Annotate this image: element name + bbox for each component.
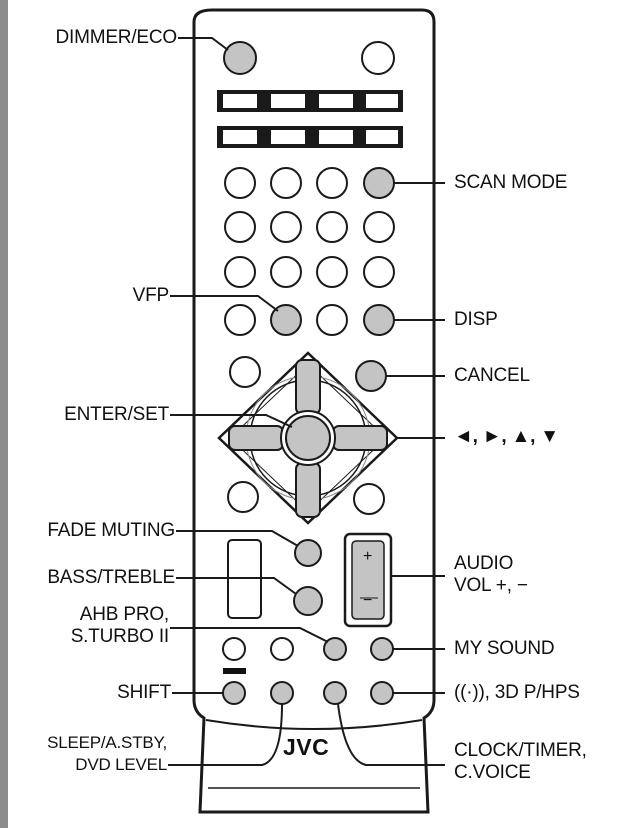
leader-fade-muting bbox=[176, 530, 299, 547]
label-cancel: CANCEL bbox=[454, 365, 530, 386]
number-button[interactable] bbox=[316, 256, 348, 288]
label-surround-3d: ((·)), 3D P/HPS bbox=[454, 682, 580, 703]
number-button[interactable] bbox=[224, 256, 256, 288]
bottom-button-row-2 bbox=[222, 681, 394, 705]
label-ahb-pro-line1: AHB PRO, bbox=[79, 604, 169, 625]
remote-body-inner-line bbox=[205, 719, 423, 730]
left-arrow-button[interactable] bbox=[228, 425, 284, 451]
my-sound-button[interactable] bbox=[370, 637, 394, 661]
label-sleep-line2: DVD LEVEL bbox=[75, 755, 167, 774]
number-button[interactable] bbox=[270, 211, 302, 243]
label-dimmer-eco: DIMMER/ECO bbox=[55, 27, 177, 48]
up-arrow-button[interactable] bbox=[295, 359, 321, 415]
enter-set-button[interactable] bbox=[285, 415, 331, 461]
label-scan-mode: SCAN MODE bbox=[454, 172, 568, 193]
volume-rocker[interactable] bbox=[351, 540, 385, 620]
number-button[interactable] bbox=[224, 167, 256, 199]
fade-muting-button[interactable] bbox=[294, 539, 322, 567]
label-ahb-pro: AHB PRO, S.TURBO II bbox=[71, 604, 169, 648]
source-row-2-frame bbox=[217, 126, 403, 148]
source-row-1-frame bbox=[217, 90, 403, 112]
source-button[interactable] bbox=[271, 94, 305, 108]
leader-dimmer-eco bbox=[178, 37, 229, 51]
source-button[interactable] bbox=[366, 94, 398, 108]
number-button[interactable] bbox=[316, 304, 348, 336]
left-border-strip bbox=[0, 0, 8, 828]
label-audio-vol-line1: AUDIO bbox=[454, 553, 514, 574]
small-button[interactable] bbox=[270, 637, 294, 661]
source-button[interactable] bbox=[319, 94, 353, 108]
leader-bass-treble bbox=[176, 577, 297, 595]
label-bass-treble: BASS/TREBLE bbox=[47, 567, 175, 588]
label-vfp: VFP bbox=[132, 285, 170, 306]
shift-button[interactable] bbox=[222, 681, 246, 705]
source-button[interactable] bbox=[223, 130, 257, 144]
label-clock-timer-line1: CLOCK/TIMER, bbox=[454, 740, 587, 761]
shift-color-bar bbox=[223, 668, 246, 674]
volume-plus-mark: + bbox=[363, 548, 373, 565]
number-button[interactable] bbox=[363, 256, 395, 288]
label-my-sound: MY SOUND bbox=[454, 638, 555, 659]
jvc-logo: JVC bbox=[283, 734, 330, 760]
label-sleep: SLEEP/A.STBY, DVD LEVEL bbox=[47, 732, 167, 776]
scan-mode-button[interactable] bbox=[363, 167, 395, 199]
leader-enter-set bbox=[170, 414, 293, 428]
label-audio-vol: AUDIO VOL +, − bbox=[454, 553, 528, 597]
volume-minus-mark: − bbox=[363, 592, 373, 609]
source-row-1 bbox=[217, 90, 403, 112]
label-enter-set: ENTER/SET bbox=[64, 404, 169, 425]
surround-3d-button[interactable] bbox=[370, 681, 394, 705]
clock-timer-button[interactable] bbox=[323, 681, 347, 705]
leader-ahb-pro bbox=[170, 627, 329, 643]
source-button[interactable] bbox=[223, 94, 257, 108]
source-button[interactable] bbox=[319, 130, 353, 144]
number-button[interactable] bbox=[270, 256, 302, 288]
leader-clock-timer bbox=[337, 703, 445, 766]
bass-treble-button[interactable] bbox=[293, 586, 323, 616]
source-button[interactable] bbox=[366, 130, 398, 144]
leader-lines bbox=[168, 37, 445, 766]
sleep-button[interactable] bbox=[270, 681, 294, 705]
source-button[interactable] bbox=[271, 130, 305, 144]
cancel-button[interactable] bbox=[355, 360, 387, 392]
leader-sleep bbox=[168, 703, 283, 766]
power-button[interactable] bbox=[361, 41, 395, 75]
disp-button[interactable] bbox=[363, 304, 395, 336]
dimmer-eco-button[interactable] bbox=[223, 41, 257, 75]
leader-vfp bbox=[170, 295, 279, 312]
number-button[interactable] bbox=[316, 211, 348, 243]
source-row-2 bbox=[217, 126, 403, 148]
small-button[interactable] bbox=[222, 637, 246, 661]
number-button[interactable] bbox=[270, 167, 302, 199]
right-arrow-button[interactable] bbox=[332, 425, 388, 451]
number-button[interactable] bbox=[363, 211, 395, 243]
label-clock-timer: CLOCK/TIMER, C.VOICE bbox=[454, 740, 587, 784]
label-ahb-pro-line2: S.TURBO II bbox=[70, 626, 169, 647]
label-audio-vol-line2: VOL +, − bbox=[454, 575, 528, 596]
label-fade-muting: FADE MUTING bbox=[47, 520, 175, 541]
label-shift: SHIFT bbox=[117, 682, 171, 703]
label-disp: DISP bbox=[454, 309, 498, 330]
number-button[interactable] bbox=[224, 304, 256, 336]
label-arrows: ◄, ►, ▲, ▼ bbox=[454, 426, 559, 447]
menu-button[interactable] bbox=[229, 356, 261, 388]
number-button[interactable] bbox=[316, 167, 348, 199]
ahb-pro-button[interactable] bbox=[323, 637, 347, 661]
return-button[interactable] bbox=[353, 483, 385, 515]
vfp-button[interactable] bbox=[270, 304, 302, 336]
down-arrow-button[interactable] bbox=[295, 462, 321, 518]
label-clock-timer-line2: C.VOICE bbox=[454, 762, 531, 783]
label-sleep-line1: SLEEP/A.STBY, bbox=[47, 733, 167, 752]
top-menu-button[interactable] bbox=[227, 481, 259, 513]
number-button[interactable] bbox=[224, 211, 256, 243]
bottom-button-row-1 bbox=[222, 637, 394, 661]
